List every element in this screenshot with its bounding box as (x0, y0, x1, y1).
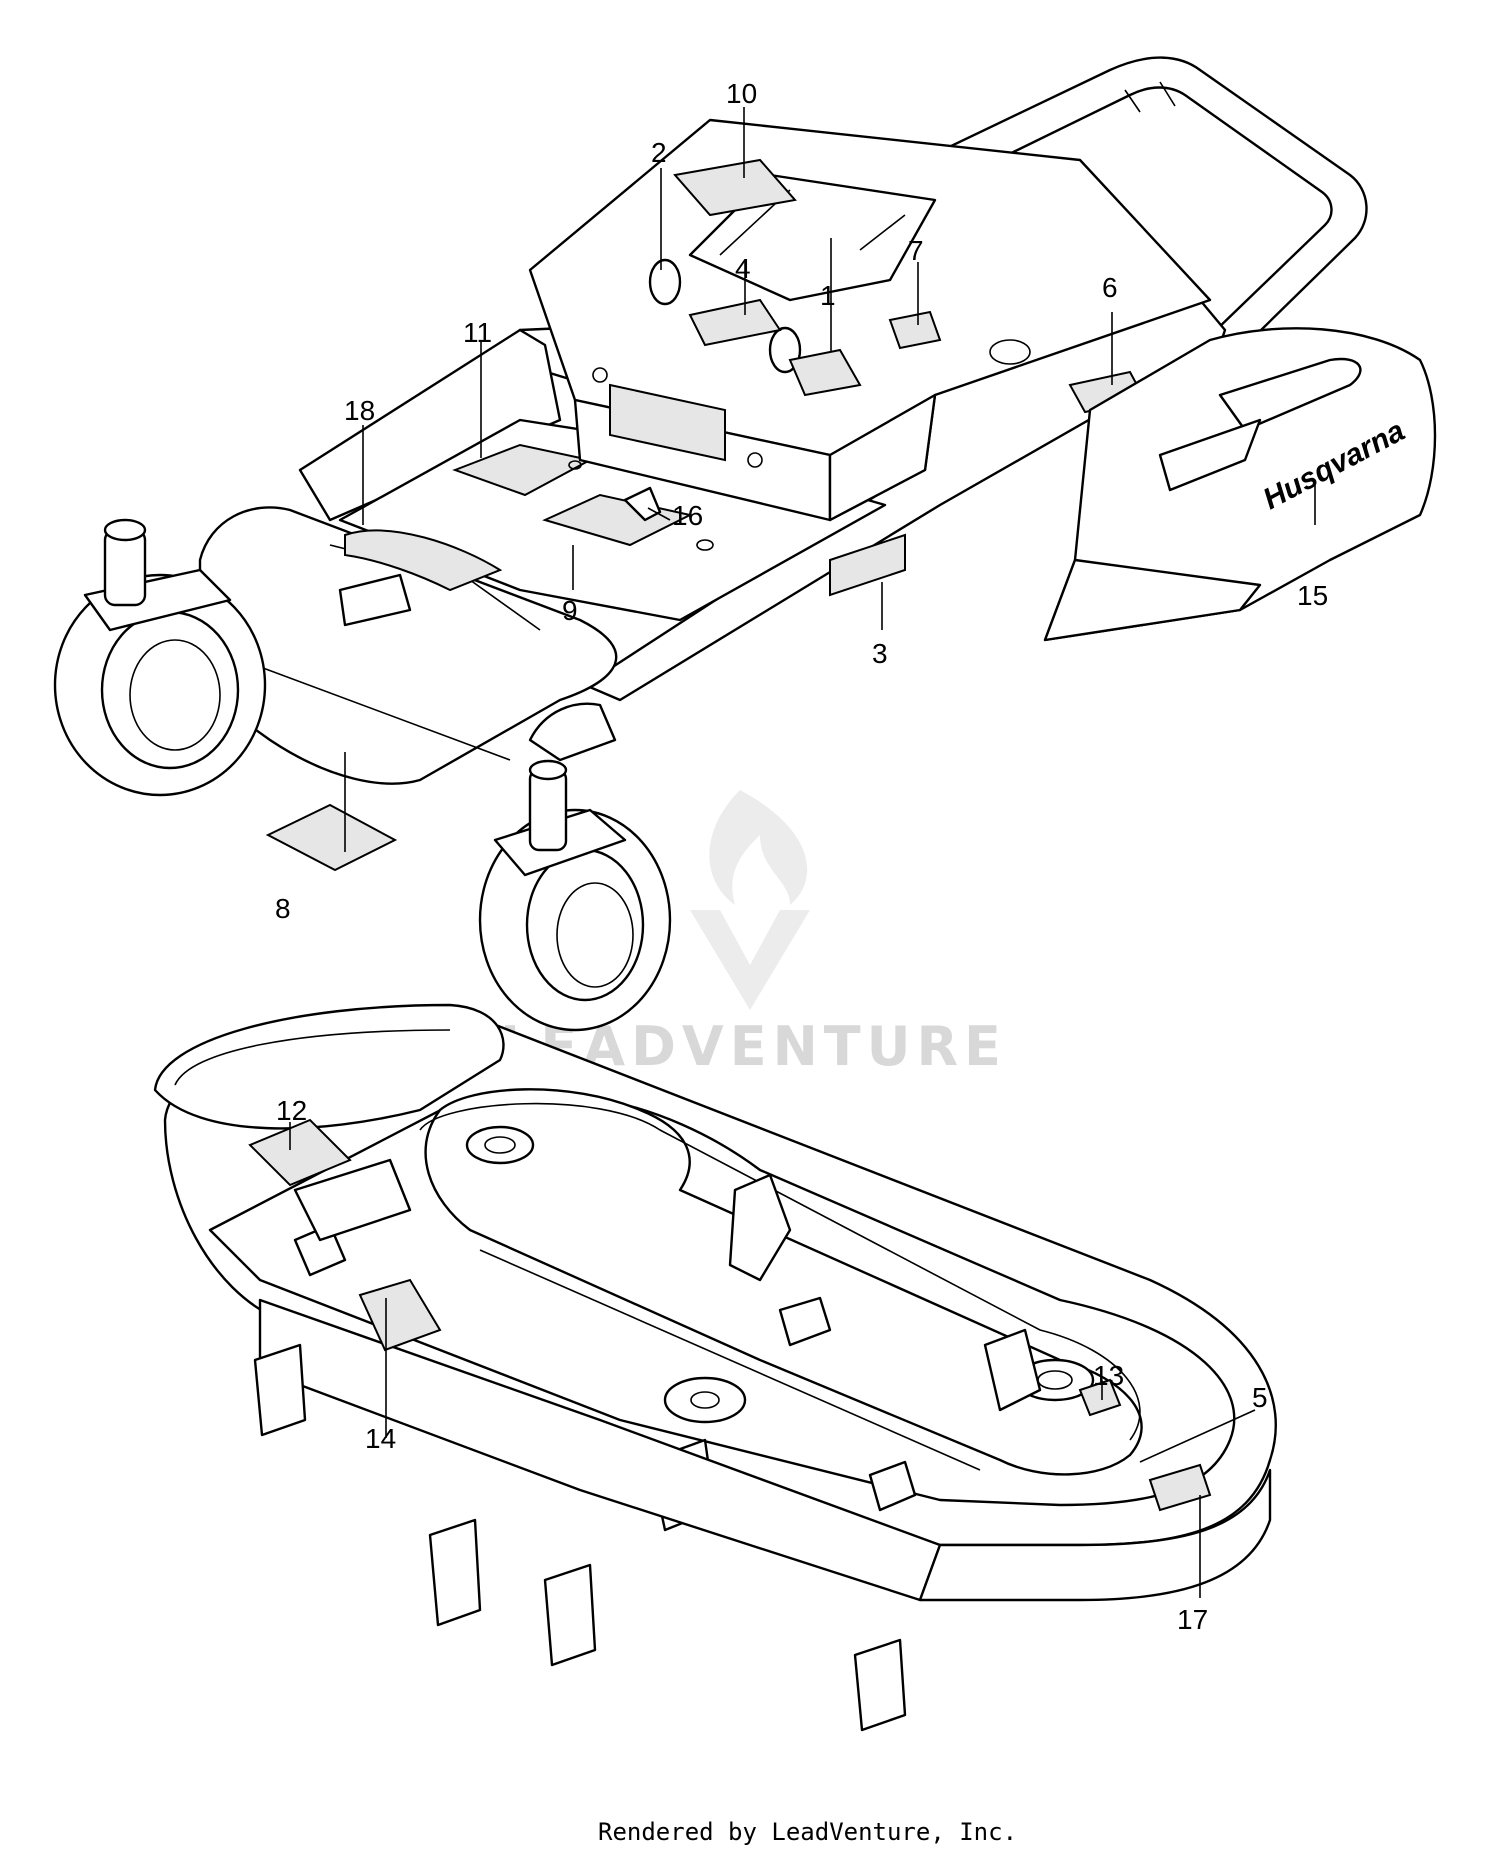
callout-11: 11 (463, 317, 492, 348)
callout-14: 14 (365, 1423, 396, 1454)
callout-5: 5 (1252, 1382, 1268, 1413)
callout-6: 6 (1102, 272, 1118, 303)
callout-7: 7 (908, 235, 924, 266)
callout-18: 18 (344, 395, 375, 426)
callout-3: 3 (872, 638, 888, 669)
callout-2: 2 (651, 137, 667, 168)
callout-10: 10 (726, 78, 757, 109)
mower-frame-assembly: Husqvarna (53, 56, 1437, 1032)
callout-16: 16 (672, 500, 703, 531)
callout-9: 9 (562, 595, 578, 626)
callout-13: 13 (1093, 1360, 1124, 1391)
callout-4: 4 (735, 253, 751, 284)
callout-15: 15 (1297, 580, 1328, 611)
callout-12: 12 (276, 1095, 307, 1126)
callout-labels: 1 2 3 4 5 6 7 8 9 10 11 12 13 14 15 16 1… (275, 78, 1328, 1635)
mower-deck-assembly (153, 1003, 1277, 1732)
callout-17: 17 (1177, 1604, 1208, 1635)
footer-credit: Rendered by LeadVenture, Inc. (598, 1818, 1017, 1846)
leader-lines (289, 107, 1316, 1598)
callout-1: 1 (820, 280, 836, 311)
callout-8: 8 (275, 893, 291, 924)
